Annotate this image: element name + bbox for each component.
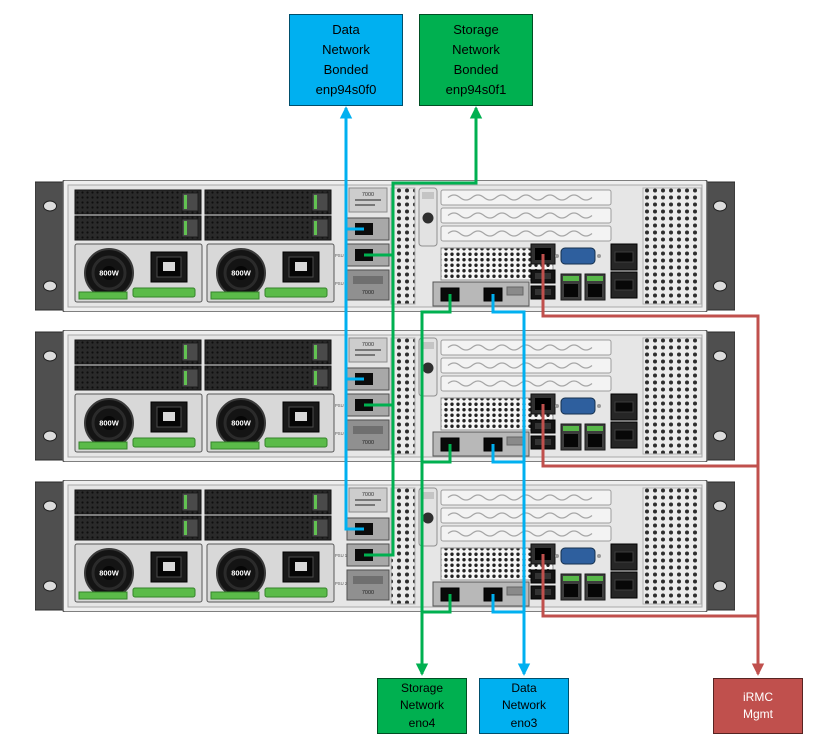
cable-storage-bonded xyxy=(364,106,483,557)
server-1 xyxy=(35,180,735,312)
cable-storage-eno4 xyxy=(415,294,452,676)
cable-data-eno3 xyxy=(491,294,531,676)
server-2 xyxy=(35,330,735,462)
label-box-data-eno3: Data Network eno3 xyxy=(479,678,569,734)
label-box-storage-bonded: Storage Network Bonded enp94s0f1 xyxy=(419,14,533,106)
label-box-storage-eno4: Storage Network eno4 xyxy=(377,678,467,734)
server-3 xyxy=(35,480,735,612)
label-box-data-bonded: Data Network Bonded enp94s0f0 xyxy=(289,14,403,106)
label-box-irmc-mgmt: iRMC Mgmt xyxy=(713,678,803,734)
cable-irmc xyxy=(541,254,765,676)
cable-data-bonded xyxy=(339,106,364,531)
